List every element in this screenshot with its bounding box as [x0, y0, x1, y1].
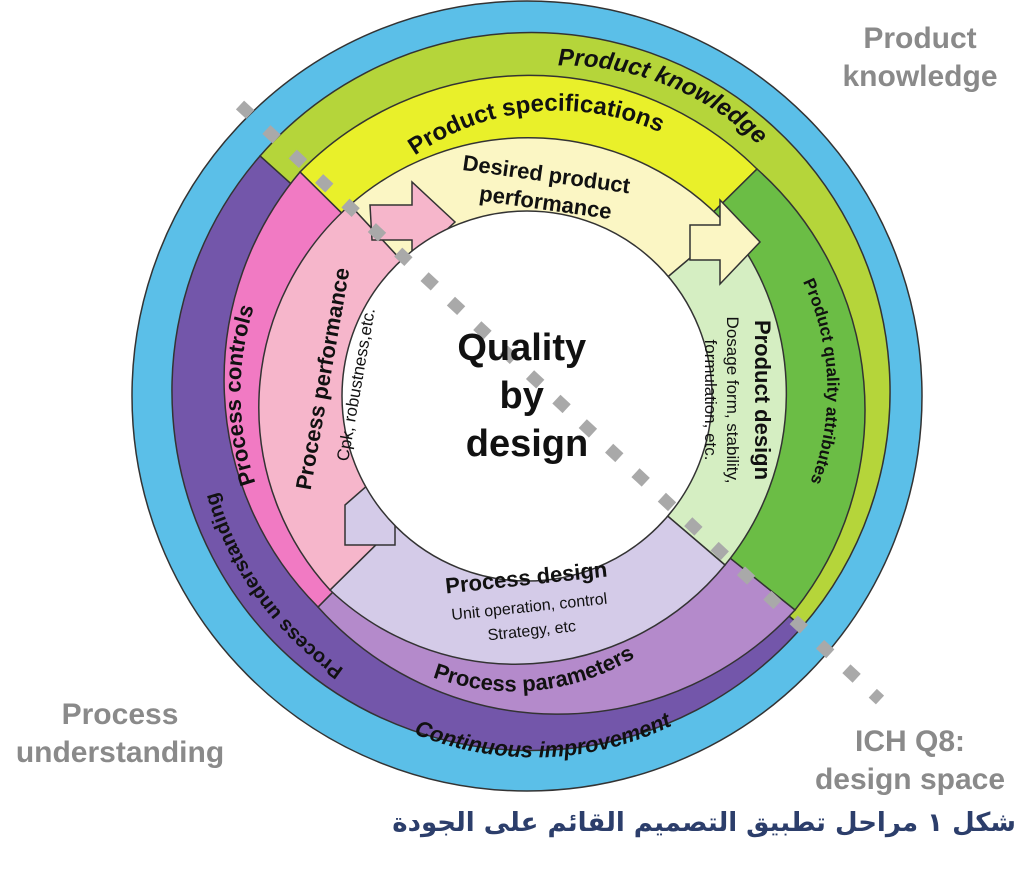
- product-design-sub-2: formulation, etc.: [701, 340, 720, 461]
- corner-bl-line-2: understanding: [15, 736, 225, 769]
- design-space-dashed-line: [235, 100, 885, 705]
- corner-tr-line-2: knowledge: [842, 60, 998, 93]
- product-design-label-group: Product design Dosage form, stability, f…: [701, 317, 775, 484]
- quality-by-design-title: Quality by design: [457, 327, 596, 465]
- product-knowledge-corner-label: Product knowledge: [820, 20, 1020, 96]
- figure-caption: شكل ١ مراحل تطبيق التصميم القائم على الج…: [392, 808, 1016, 838]
- corner-tr-line-1: Product: [863, 22, 977, 55]
- product-design-sub-1: Dosage form, stability,: [723, 317, 742, 484]
- caption-area: [0, 800, 1024, 890]
- design-space-corner-label: ICH Q8: design space: [800, 723, 1020, 799]
- corner-br-line-1: ICH Q8:: [854, 725, 965, 758]
- quality-by-design-diagram: Product knowledge Product specifications…: [131, 0, 923, 792]
- corner-br-line-2: design space: [814, 763, 1006, 796]
- product-design-title: Product design: [750, 320, 775, 480]
- center-circle: [341, 210, 713, 582]
- arrow-head-top-right: [689, 198, 762, 286]
- process-understanding-corner-label: Process understanding: [0, 696, 240, 772]
- corner-bl-line-1: Process: [61, 698, 179, 731]
